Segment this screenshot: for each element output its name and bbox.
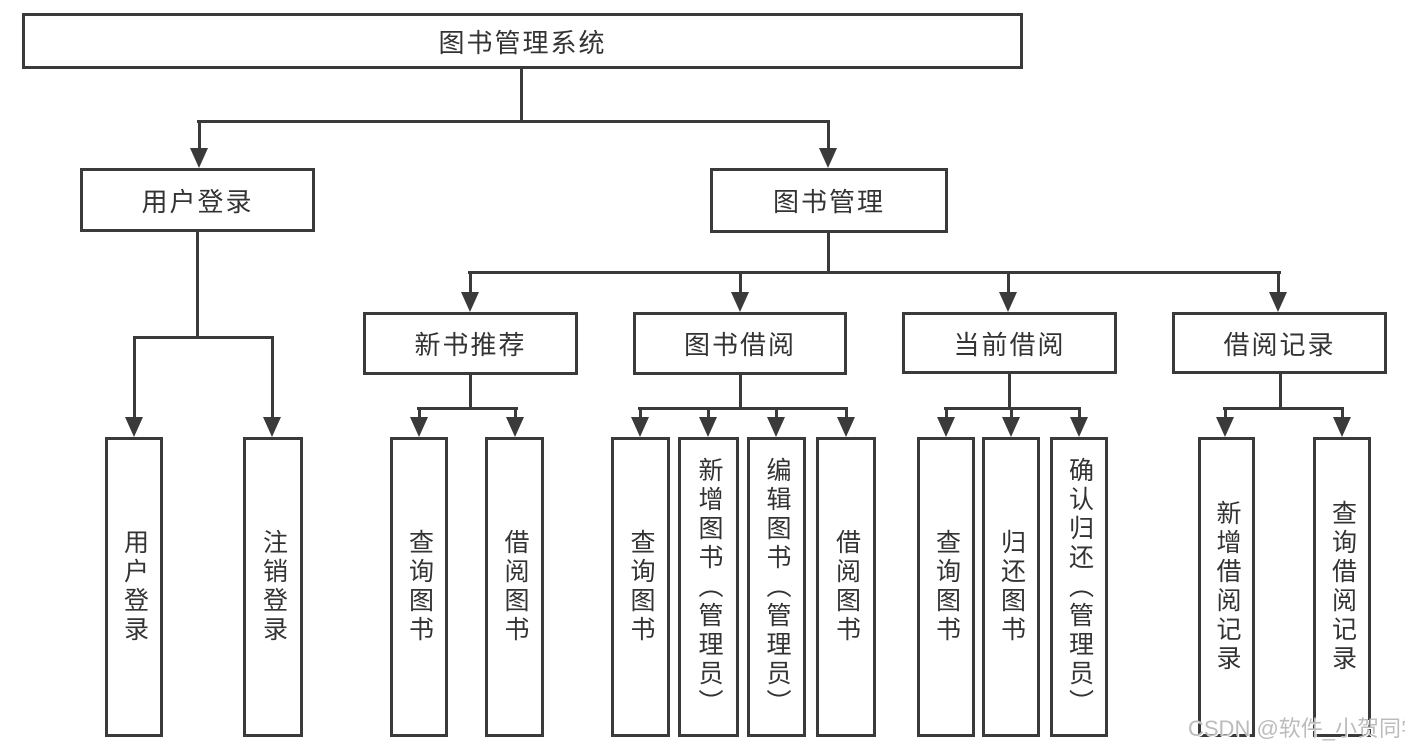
leaf-borrow-books-recommend: 借阅图书 <box>485 437 544 737</box>
connector-trunk <box>1279 374 1282 409</box>
connector-arrow-line <box>133 336 136 419</box>
leaf-label: 查询图书 <box>932 529 961 645</box>
arrow-down-icon <box>767 417 785 437</box>
node-book-management-label: 图书管理 <box>772 187 885 217</box>
connector-trunk <box>1008 374 1011 409</box>
leaf-label: 归还图书 <box>997 529 1026 645</box>
arrow-down-icon <box>937 417 955 437</box>
leaf-label: 借阅图书 <box>832 529 861 645</box>
connector-hline <box>1223 407 1344 410</box>
arrow-down-icon <box>506 417 524 437</box>
connector-arrow-line <box>1010 407 1013 419</box>
connector-trunk <box>469 375 472 409</box>
connector-arrow-line <box>1224 407 1227 419</box>
node-new-book-recommend-label: 新书推荐 <box>414 330 527 360</box>
connector-arrow-line <box>1078 407 1081 419</box>
leaf-label: 查询图书 <box>627 529 655 645</box>
arrow-down-icon <box>1070 417 1088 437</box>
leaf-query-books-borrow: 查询图书 <box>611 437 670 737</box>
leaf-label: 新增借阅记录 <box>1213 500 1241 674</box>
connector-arrow-line <box>1341 407 1344 419</box>
leaf-query-books-current: 查询图书 <box>917 437 975 737</box>
arrow-down-icon <box>410 417 428 437</box>
arrow-down-icon <box>631 417 649 437</box>
connector-arrow-line <box>775 407 778 419</box>
connector-arrow-line <box>1277 271 1280 294</box>
node-root-label: 图书管理系统 <box>438 27 607 58</box>
arrow-down-icon <box>999 292 1017 312</box>
connector-arrow-line <box>827 120 830 150</box>
connector-arrow-line <box>271 336 274 419</box>
node-user-login: 用户登录 <box>80 168 315 232</box>
leaf-label: 新增图书（管理员） <box>695 456 723 718</box>
connector-arrow-line <box>845 407 848 419</box>
node-new-book-recommend: 新书推荐 <box>363 312 578 375</box>
leaf-confirm-return-admin: 确认归还（管理员） <box>1050 437 1108 737</box>
arrow-down-icon <box>1216 417 1234 437</box>
arrow-down-icon <box>1333 417 1351 437</box>
csdn-watermark: CSDN @软件_小贺同学 <box>1188 716 1405 741</box>
leaf-label: 用户登录 <box>120 529 149 645</box>
leaf-query-borrow-record: 查询借阅记录 <box>1313 437 1371 737</box>
leaf-label: 注销登录 <box>259 529 288 645</box>
arrow-down-icon <box>731 292 749 312</box>
leaf-return-books: 归还图书 <box>982 437 1040 737</box>
connector-arrow-line <box>707 407 710 419</box>
connector-trunk <box>827 233 830 274</box>
connector-arrow-line <box>1007 271 1010 294</box>
leaf-add-borrow-record: 新增借阅记录 <box>1198 437 1255 737</box>
connector-trunk <box>739 375 742 409</box>
node-current-borrow-label: 当前借阅 <box>953 329 1066 360</box>
leaf-user-login: 用户登录 <box>105 437 163 737</box>
leaf-label: 确认归还（管理员） <box>1065 456 1094 718</box>
leaf-label: 查询借阅记录 <box>1328 500 1357 674</box>
leaf-query-books-recommend: 查询图书 <box>390 437 448 737</box>
arrow-down-icon <box>699 417 717 437</box>
leaf-edit-books-admin: 编辑图书（管理员） <box>747 437 806 737</box>
connector-arrow-line <box>739 271 742 294</box>
connector-trunk <box>196 232 199 339</box>
connector-arrow-line <box>514 407 517 419</box>
leaf-label: 编辑图书（管理员） <box>763 456 791 718</box>
node-borrow-records: 借阅记录 <box>1172 312 1387 374</box>
connector-hline <box>638 407 848 410</box>
leaf-logout: 注销登录 <box>243 437 303 737</box>
arrow-down-icon <box>461 292 479 312</box>
node-current-borrow: 当前借阅 <box>902 312 1117 374</box>
connector-arrow-line <box>945 407 948 419</box>
arrow-down-icon <box>1002 417 1020 437</box>
node-book-management: 图书管理 <box>710 168 948 233</box>
node-book-borrow: 图书借阅 <box>633 312 847 375</box>
arrow-down-icon <box>819 148 837 168</box>
node-user-login-label: 用户登录 <box>141 186 254 217</box>
arrow-down-icon <box>837 417 855 437</box>
arrow-down-icon <box>263 417 281 437</box>
connector-arrow-line <box>418 407 421 419</box>
connector-hline <box>197 120 830 123</box>
leaf-label: 借阅图书 <box>501 529 529 645</box>
leaf-label: 查询图书 <box>405 529 434 645</box>
connector-trunk <box>520 69 523 122</box>
arrow-down-icon <box>190 148 208 168</box>
leaf-add-books-admin: 新增图书（管理员） <box>678 437 739 737</box>
leaf-borrow-books: 借阅图书 <box>816 437 876 737</box>
connector-hline <box>133 336 274 339</box>
connector-hline <box>468 271 1281 274</box>
arrow-down-icon <box>1269 292 1287 312</box>
node-borrow-records-label: 借阅记录 <box>1223 329 1336 360</box>
arrow-down-icon <box>125 417 143 437</box>
node-root: 图书管理系统 <box>22 13 1023 69</box>
connector-arrow-line <box>639 407 642 419</box>
connector-arrow-line <box>469 271 472 294</box>
connector-arrow-line <box>198 120 201 150</box>
node-book-borrow-label: 图书借阅 <box>683 330 796 360</box>
connector-hline <box>417 407 518 410</box>
